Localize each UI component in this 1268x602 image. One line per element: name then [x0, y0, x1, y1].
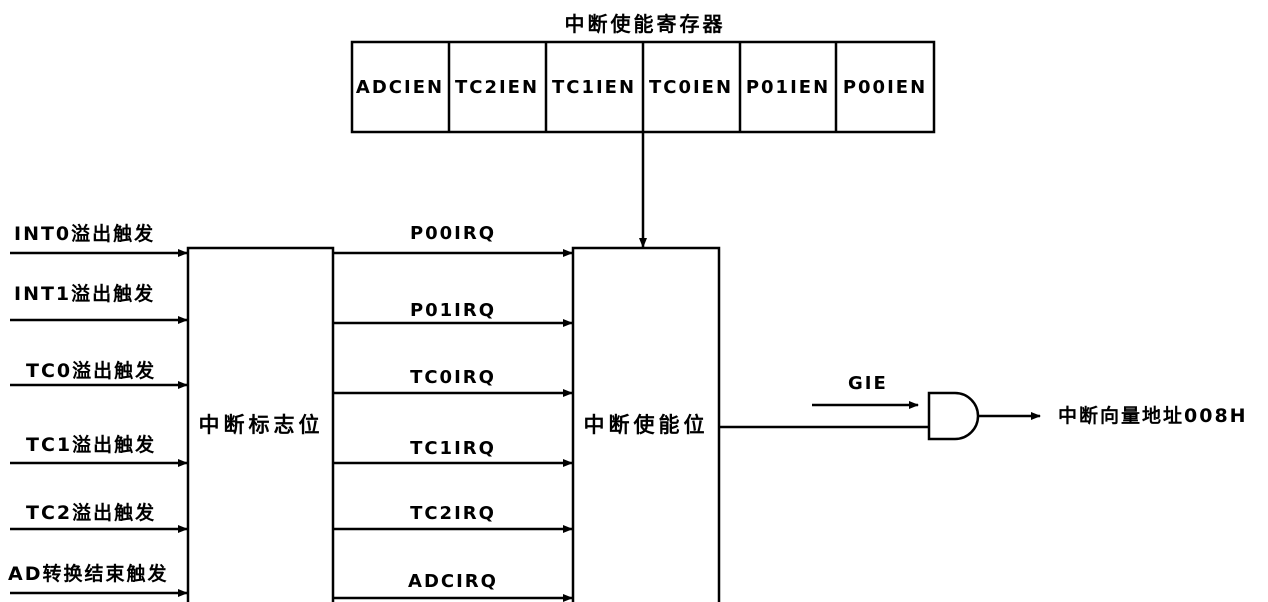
input-label-int0: INT0溢出触发 — [14, 222, 155, 245]
input-label-tc2: TC2溢出触发 — [26, 501, 156, 524]
register-cell-tc1ien: TC1IEN — [552, 77, 636, 98]
input-label-adc: AD转换结束触发 — [8, 562, 168, 585]
register-cell-tc0ien: TC0IEN — [649, 77, 733, 98]
signal-label-adcirq: ADCIRQ — [408, 571, 498, 592]
signal-label-p00irq: P00IRQ — [410, 223, 496, 244]
register-cell-p00ien: P00IEN — [843, 77, 927, 98]
input-lines: INT0溢出触发 INT1溢出触发 TC0溢出触发 TC1溢出触发 TC2溢出触… — [8, 222, 188, 597]
enable-block: 中断使能位 — [571, 246, 721, 602]
and-gate — [927, 391, 980, 441]
register-cell-p01ien: P01IEN — [746, 77, 830, 98]
register-cells: ADCIEN TC2IEN TC1IEN TC0IEN P01IEN P00IE… — [350, 40, 936, 134]
signal-label-tc0irq: TC0IRQ — [410, 367, 496, 388]
flag-block: 中断标志位 — [186, 246, 335, 602]
irq-signal-lines: P00IRQ P01IRQ TC0IRQ TC1IRQ TC2IRQ ADCIR… — [333, 223, 573, 602]
output-label: 中断向量地址008H — [1058, 404, 1248, 427]
register-title: 中断使能寄存器 — [565, 12, 726, 36]
signal-label-p01irq: P01IRQ — [410, 300, 496, 321]
flag-block-label: 中断标志位 — [199, 413, 324, 437]
signal-label-tc1irq: TC1IRQ — [410, 438, 496, 459]
gie-label: GIE — [848, 373, 888, 394]
enable-block-label: 中断使能位 — [584, 413, 709, 437]
input-label-tc0: TC0溢出触发 — [26, 359, 156, 382]
register-cell-tc2ien: TC2IEN — [455, 77, 539, 98]
input-label-tc1: TC1溢出触发 — [26, 433, 156, 456]
input-label-int1: INT1溢出触发 — [14, 282, 155, 305]
signal-label-tc2irq: TC2IRQ — [410, 503, 496, 524]
register-cell-adcien: ADCIEN — [356, 77, 444, 98]
